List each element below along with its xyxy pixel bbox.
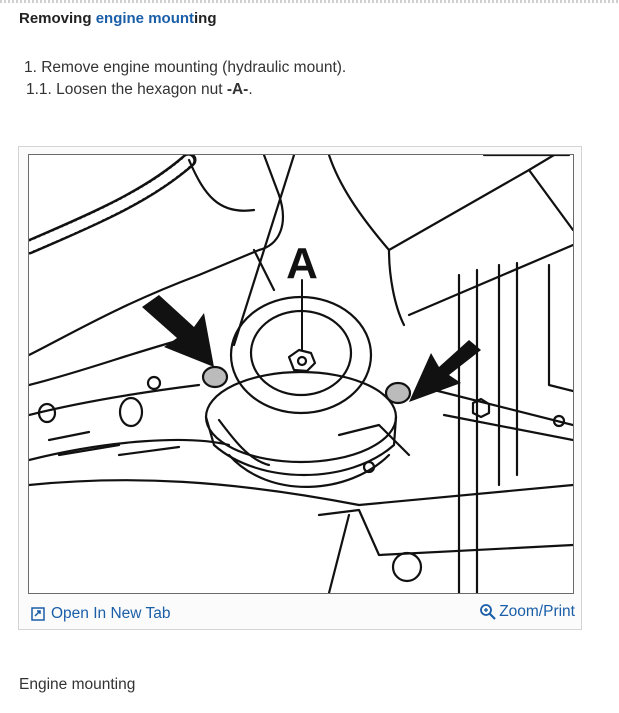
figure-caption: Engine mounting xyxy=(19,676,136,693)
page-top-border xyxy=(0,0,619,3)
page-title: Removing engine mounting xyxy=(19,10,217,27)
callout-a: A xyxy=(286,239,318,288)
open-new-tab-label: Open In New Tab xyxy=(51,605,171,622)
step-1: 1. Remove engine mounting (hydraulic mou… xyxy=(24,59,347,76)
open-tab-icon xyxy=(31,607,45,621)
step-1-1-text: 1.1. Loosen the hexagon nut xyxy=(26,81,227,98)
step-1-1-end: . xyxy=(248,81,253,98)
engine-mounting-illustration: A xyxy=(28,154,574,594)
engine-mount-link[interactable]: engine mount xyxy=(95,10,195,27)
figure-toolbar: Open In New Tab Zoom/Print xyxy=(19,597,581,629)
zoom-print-label: Zoom/Print xyxy=(499,603,575,620)
zoom-print-link[interactable]: Zoom/Print xyxy=(479,603,575,621)
title-text: Removing xyxy=(19,10,96,27)
step-1-1: 1.1. Loosen the hexagon nut -A-. xyxy=(24,79,346,101)
open-new-tab-link[interactable]: Open In New Tab xyxy=(31,605,170,623)
magnifier-icon xyxy=(479,603,497,621)
figure-container: A Open In New Tab Zoom/Print xyxy=(18,146,582,630)
illustration-svg: A xyxy=(29,155,573,593)
title-suffix: ing xyxy=(194,10,217,27)
step-1-1-label: -A- xyxy=(226,81,249,98)
instruction-steps: 1. Remove engine mounting (hydraulic mou… xyxy=(24,57,346,101)
